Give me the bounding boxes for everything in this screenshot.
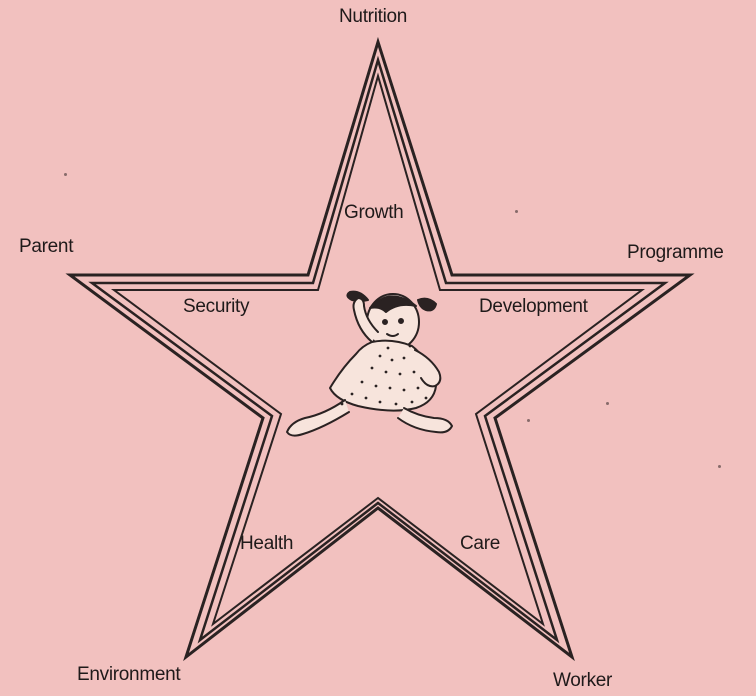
speck: [718, 465, 721, 468]
label-growth: Growth: [344, 202, 403, 224]
label-environment: Environment: [77, 664, 180, 686]
label-health: Health: [240, 533, 293, 555]
label-programme: Programme: [627, 242, 724, 264]
label-security: Security: [183, 296, 249, 318]
speck: [606, 402, 609, 405]
running-girl-illustration: [287, 292, 452, 436]
label-care: Care: [460, 533, 500, 555]
label-parent: Parent: [19, 236, 73, 258]
speck: [527, 419, 530, 422]
label-nutrition: Nutrition: [339, 6, 407, 28]
label-development: Development: [479, 296, 588, 318]
speck: [64, 173, 67, 176]
speck: [515, 210, 518, 213]
label-worker: Worker: [553, 670, 612, 692]
